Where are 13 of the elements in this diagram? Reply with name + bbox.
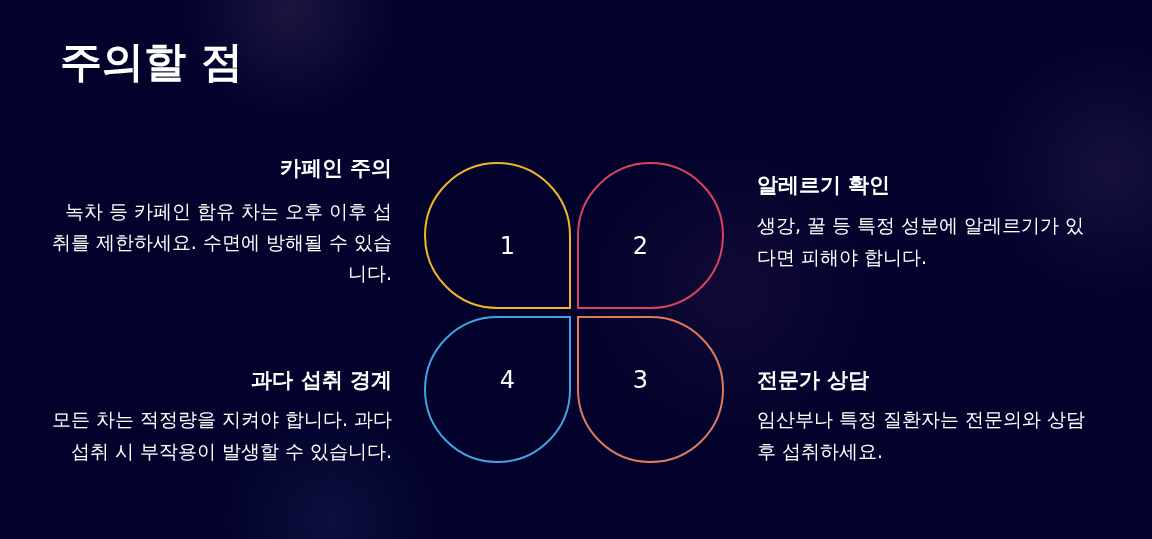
tip-description: 모든 차는 적정량을 지켜야 합니다. 과다 섭취 시 부작용이 발생할 수 있습니다. [51, 407, 392, 464]
tip-heading: 과다 섭취 경계 [251, 367, 392, 394]
step-number: 1 [499, 231, 516, 260]
tip-description: 임산부나 특정 질환자는 전문의와 상담 후 섭취하세요. [757, 407, 1087, 464]
step-number: 4 [499, 365, 516, 394]
title: 주의할 점 [60, 36, 243, 88]
step-number: 2 [632, 231, 649, 260]
tip-description: 생강, 꿀 등 특정 성분에 알레르기가 있다면 피해야 합니다. [757, 213, 1086, 270]
tip-heading: 알레르기 확인 [757, 172, 891, 199]
tip-description: 녹차 등 카페인 함유 차는 오후 이후 섭취를 제한하세요. 수면에 방해될 수 있습니다. [51, 199, 392, 286]
tip-heading: 전문가 상담 [757, 367, 870, 394]
step-number: 3 [632, 365, 649, 394]
tip-heading: 카페인 주의 [279, 155, 392, 182]
